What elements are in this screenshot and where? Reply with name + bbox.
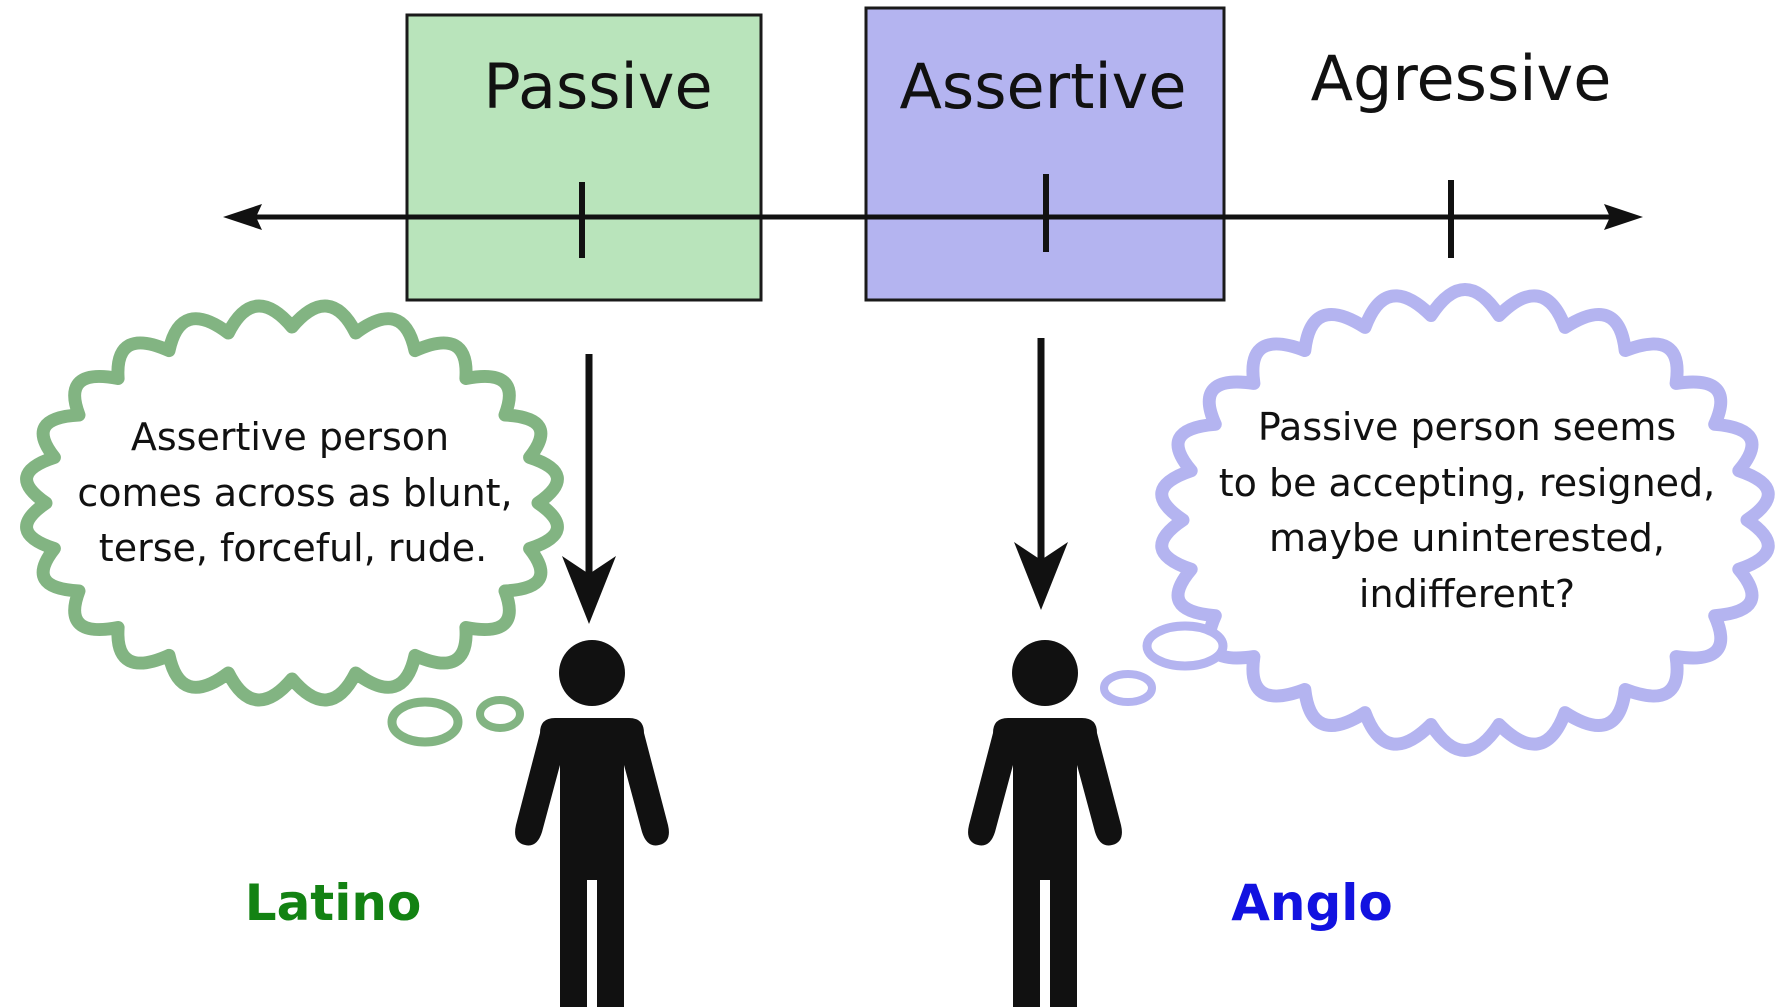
arrow-down-icon (1014, 338, 1068, 610)
axis-arrow-right-icon (1604, 204, 1643, 230)
thought-dot-large (387, 697, 463, 747)
thought-bubble-icon (1155, 283, 1775, 757)
anglo-label: Anglo (1231, 874, 1393, 932)
latino-thought-bubble: Assertive person comes across as blunt, … (20, 299, 564, 747)
latino-thought-line: comes across as blunt, (77, 471, 512, 515)
passive-label: Passive (483, 50, 712, 123)
thought-dot-small (1100, 670, 1156, 706)
assertive-label: Assertive (899, 50, 1186, 123)
thought-bubble-icon (20, 299, 564, 707)
anglo-thought-line: maybe uninterested, (1269, 516, 1665, 560)
latino-label: Latino (245, 874, 422, 932)
person-icon (515, 640, 669, 1007)
anglo-thought-line: Passive person seems (1258, 405, 1676, 449)
scale-axis (223, 174, 1643, 258)
person-icon (968, 640, 1122, 1007)
axis-arrow-left-icon (223, 204, 262, 230)
thought-dot-large (1142, 621, 1228, 671)
anglo-thought-line: to be accepting, resigned, (1219, 461, 1716, 505)
thought-dot-small (476, 696, 524, 732)
anglo-thought-bubble: Passive person seems to be accepting, re… (1100, 283, 1775, 757)
anglo-thought-line: indifferent? (1359, 572, 1575, 616)
agressive-label: Agressive (1311, 42, 1612, 115)
arrow-down-icon (562, 354, 616, 624)
latino-thought-line: Assertive person (131, 415, 449, 459)
latino-thought-line: terse, forceful, rude. (99, 526, 487, 570)
